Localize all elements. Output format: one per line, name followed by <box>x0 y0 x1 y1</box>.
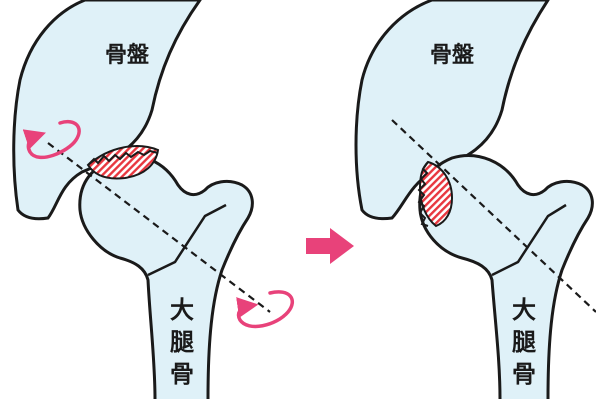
right-femur-label-char: 腿 <box>512 328 536 356</box>
left-femur-label-char: 腿 <box>170 328 194 356</box>
left-femur-label-char: 骨 <box>170 360 194 388</box>
left-panel: 骨盤 大 腿 骨 <box>14 0 293 399</box>
left-pelvis-label: 骨盤 <box>105 42 150 68</box>
right-arrow-icon <box>306 228 354 264</box>
right-femur-label-char: 大 <box>512 296 536 324</box>
right-femur-label-char: 骨 <box>512 360 536 388</box>
right-pelvis-label: 骨盤 <box>430 42 475 68</box>
left-femur-shape <box>80 156 253 399</box>
left-femur-label-char: 大 <box>170 296 194 324</box>
rotation-arrow-icon <box>239 292 293 327</box>
right-panel: 骨盤 大 腿 骨 <box>356 0 596 399</box>
